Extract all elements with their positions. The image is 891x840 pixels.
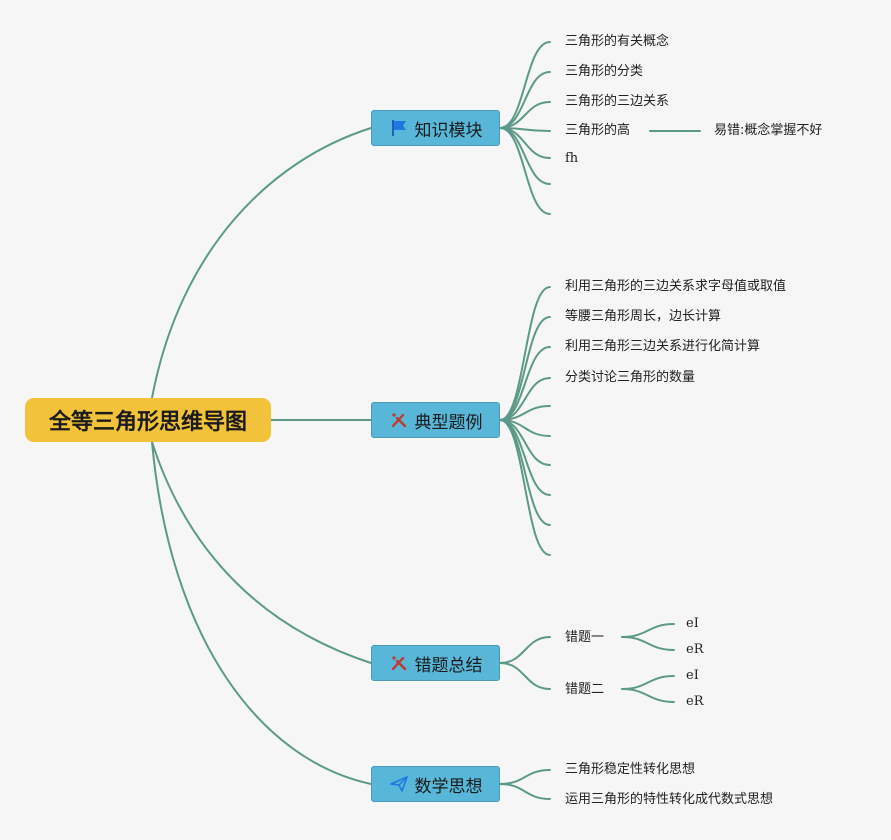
sub-leaf-mistake-2-a[interactable]: eI	[686, 668, 699, 683]
leaf-height[interactable]: 三角形的高	[565, 123, 631, 138]
edge-root-mistakes	[151, 441, 372, 664]
branch-label: 知识模块	[414, 120, 483, 141]
tools-icon	[391, 413, 406, 428]
branch-label: 典型题例	[414, 412, 483, 433]
leaf-fh[interactable]: fh	[565, 151, 579, 166]
root-topic[interactable]: 全等三角形思维导图	[25, 398, 271, 442]
branch-typical-examples[interactable]: 典型题例	[371, 402, 500, 438]
flag-icon	[391, 120, 406, 136]
sub-leaf-mistake-1-b[interactable]: eR	[686, 642, 704, 657]
leaf-concepts[interactable]: 三角形的有关概念	[565, 34, 670, 49]
leaf-height-pitfall[interactable]: 易错:概念掌握不好	[714, 123, 823, 138]
sub-leaf-mistake-2-b[interactable]: eR	[686, 694, 704, 709]
branch-mistake-summary[interactable]: 错题总结	[371, 645, 500, 681]
branch-math-thinking[interactable]: 数学思想	[371, 766, 500, 802]
leaf-thinking-1[interactable]: 三角形稳定性转化思想	[565, 762, 696, 777]
branch-label: 数学思想	[414, 776, 483, 797]
edge-root-knowledge	[151, 127, 372, 399]
tools-icon	[391, 656, 406, 671]
branch-label: 错题总结	[414, 655, 483, 676]
leaf-classification[interactable]: 三角形的分类	[565, 64, 644, 79]
paper-plane-icon	[389, 776, 408, 792]
leaf-example-4[interactable]: 分类讨论三角形的数量	[565, 370, 696, 385]
leaf-example-1[interactable]: 利用三角形的三边关系求字母值或取值	[565, 279, 787, 294]
leaf-three-sides[interactable]: 三角形的三边关系	[565, 94, 670, 109]
edge-root-thinking	[151, 441, 372, 785]
leaf-example-2[interactable]: 等腰三角形周长，边长计算	[565, 309, 722, 324]
leaf-thinking-2[interactable]: 运用三角形的特性转化成代数式思想	[565, 792, 774, 807]
root-topic-label: 全等三角形思维导图	[48, 410, 247, 435]
leaf-mistake-1[interactable]: 错题一	[565, 630, 605, 645]
branch-knowledge-module[interactable]: 知识模块	[371, 110, 500, 146]
leaf-example-3[interactable]: 利用三角形三边关系进行化简计算	[565, 339, 761, 354]
leaf-mistake-2[interactable]: 错题二	[565, 682, 605, 697]
sub-leaf-mistake-1-a[interactable]: eI	[686, 616, 699, 631]
